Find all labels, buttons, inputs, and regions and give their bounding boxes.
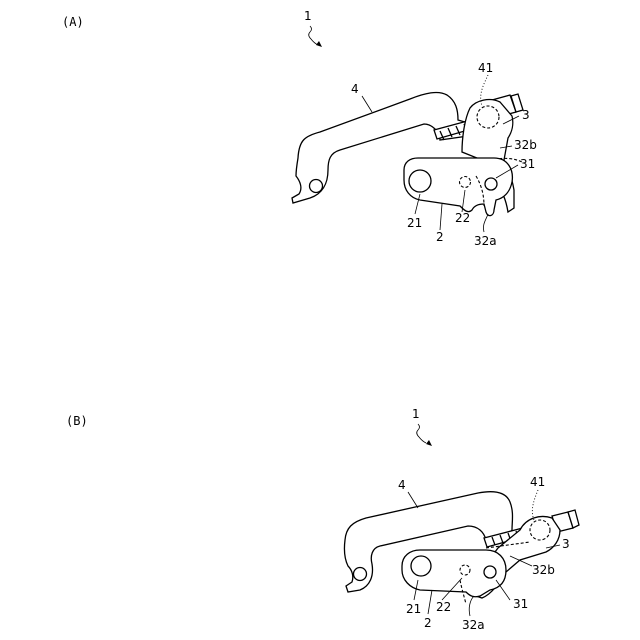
- assembly-label: 1: [412, 407, 420, 421]
- hook-pivot-hole: [310, 180, 323, 193]
- assembly-arrow: [417, 424, 426, 443]
- plate-hole-31: [484, 566, 496, 578]
- assembly-arrow: [309, 26, 318, 45]
- label-22: 22: [455, 211, 470, 225]
- label-22: 22: [436, 600, 451, 614]
- leader-32a: [469, 596, 474, 616]
- label-3: 3: [562, 537, 570, 551]
- plate-hole-31: [485, 178, 497, 190]
- leader-32a: [483, 214, 488, 232]
- leader-4: [408, 492, 418, 508]
- panel-a: (A) 1: [62, 9, 537, 248]
- leader-4: [362, 96, 372, 112]
- hook-pivot-hole: [354, 568, 367, 581]
- leader-41: [532, 490, 538, 520]
- leader-2: [440, 204, 442, 230]
- label-3: 3: [522, 108, 530, 122]
- label-2: 2: [436, 230, 444, 244]
- label-2: 2: [424, 616, 432, 630]
- assembly-arrowhead: [316, 41, 322, 47]
- panel-caption: (A): [62, 15, 84, 29]
- label-41: 41: [530, 475, 545, 489]
- label-32a: 32a: [462, 618, 485, 632]
- label-32b: 32b: [514, 138, 537, 152]
- label-4: 4: [398, 478, 406, 492]
- label-21: 21: [406, 602, 421, 616]
- label-41: 41: [478, 61, 493, 75]
- label-32b: 32b: [532, 563, 555, 577]
- plate-hole-21: [409, 170, 431, 192]
- panel-caption: (B): [66, 414, 88, 428]
- assembly-label: 1: [304, 9, 312, 23]
- panel-b: (B) 1 4: [66, 407, 579, 632]
- assembly-arrowhead: [426, 440, 432, 446]
- label-21: 21: [407, 216, 422, 230]
- label-32a: 32a: [474, 234, 497, 248]
- plate-hole-21: [411, 556, 431, 576]
- leader-2: [428, 590, 432, 614]
- label-31: 31: [513, 597, 528, 611]
- label-31: 31: [520, 157, 535, 171]
- label-4: 4: [351, 82, 359, 96]
